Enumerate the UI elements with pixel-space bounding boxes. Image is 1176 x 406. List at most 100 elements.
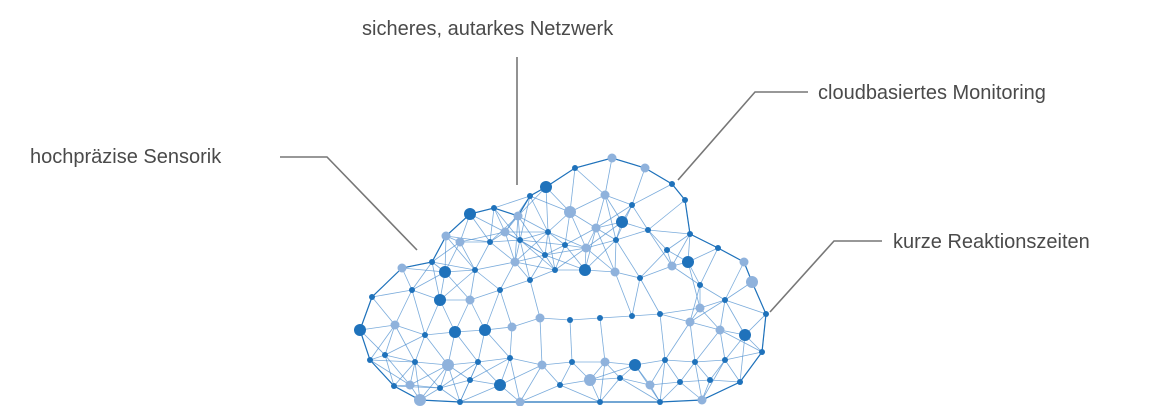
mesh-edge [569,211,587,249]
mesh-node [600,190,610,200]
mesh-edge [709,359,726,381]
mesh-edge [724,299,746,336]
mesh-edge [664,321,691,361]
mesh-edge [547,231,587,249]
mesh-node [409,287,415,293]
mesh-node [472,267,478,273]
mesh-node [542,252,548,258]
mesh-edge [469,361,479,381]
mesh-node [442,359,454,371]
mesh-edge [694,361,711,381]
mesh-node [697,282,703,288]
mesh-node [682,197,688,203]
mesh-edge [439,379,471,389]
cloud-outline [359,157,767,403]
mesh-edge [585,239,617,249]
mesh-edge [614,239,617,273]
mesh-node [449,326,461,338]
mesh-edge [547,231,556,271]
mesh-edge [719,329,763,353]
mesh-edge [544,254,586,271]
mesh-edge [477,357,511,363]
mesh-edge [459,241,476,271]
mesh-node [613,237,619,243]
mesh-node [657,399,663,405]
mesh-edge [699,307,721,331]
mesh-edge [687,261,701,309]
mesh-node [465,295,475,305]
mesh-edge [509,357,521,403]
mesh-edge [394,324,426,336]
mesh-node [391,383,397,389]
mesh-node [584,374,596,386]
mesh-node [739,257,749,267]
leader-line-monitoring [677,91,808,181]
mesh-edge [701,359,726,401]
mesh-node [669,181,675,187]
mesh-edge [699,247,719,286]
mesh-node [607,153,617,163]
mesh-edge [689,321,721,331]
mesh-edge [489,241,516,263]
mesh-edge [504,231,516,263]
mesh-edge [631,204,649,231]
mesh-edge [639,249,668,279]
mesh-edge [393,385,441,389]
mesh-edge [569,317,601,321]
mesh-node [737,379,743,385]
mesh-edge [599,377,621,403]
mesh-edge [411,289,426,336]
mesh-node [637,275,643,281]
label-cloud-monitoring: cloudbasiertes Monitoring [818,82,1046,104]
mesh-node [439,266,451,278]
mesh-lines [359,157,767,403]
mesh-node [527,193,533,199]
leader-line-reaction [769,240,882,313]
mesh-edge [529,195,549,233]
leader-line-sensor [280,156,418,251]
mesh-edge [689,284,701,323]
mesh-node [617,375,623,381]
mesh-edge [604,157,613,196]
mesh-edge [447,364,461,403]
mesh-node [682,256,694,268]
mesh-node [616,216,628,228]
mesh-node [414,394,426,406]
mesh-edge [411,271,446,291]
mesh-edge [439,269,476,301]
mesh-edge [414,334,426,363]
mesh-edge [394,324,416,363]
mesh-edge [401,267,446,273]
mesh-node [507,322,517,332]
mesh-edge [564,227,597,246]
mesh-edge [639,265,673,279]
mesh-edge [419,364,449,401]
mesh-edge [517,215,546,256]
mesh-edge [724,351,763,361]
mesh-edge [647,199,686,231]
mesh-node [479,324,491,336]
mesh-node [697,395,707,405]
mesh-node [434,294,446,306]
mesh-edge [484,289,501,331]
mesh-node [763,311,769,317]
mesh-edge [393,361,416,387]
mesh-node [662,357,668,363]
mesh-edge [619,377,651,386]
mesh-edge [509,357,543,366]
mesh-node [557,382,563,388]
mesh-node [500,227,510,237]
mesh-node [517,237,523,243]
mesh-node [545,229,551,235]
mesh-edge [469,357,511,381]
mesh-node [610,267,620,277]
mesh-node [494,379,506,391]
mesh-edge [724,299,767,315]
mesh-edge [739,334,746,383]
mesh-node [569,359,575,365]
mesh-edge [554,247,587,271]
mesh-edge [369,359,416,363]
mesh-edge [647,229,673,267]
mesh-node [382,352,388,358]
